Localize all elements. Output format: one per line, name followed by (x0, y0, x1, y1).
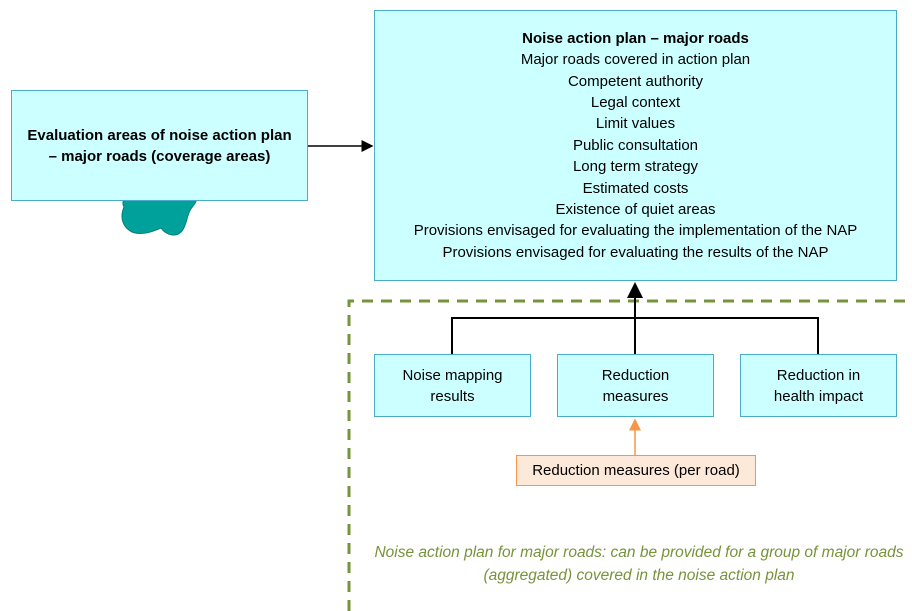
action-plan-item: Legal context (590, 93, 681, 111)
noise-mapping-results-box: Noise mapping results (374, 354, 531, 417)
noise-action-plan-box: Noise action plan – major roads Major ro… (374, 10, 897, 281)
reduction-per-road-box: Reduction measures (per road) (516, 455, 756, 486)
evaluation-areas-label: Evaluation areas of noise action plan – … (27, 126, 292, 165)
aggregation-note: Noise action plan for major roads: can b… (374, 544, 904, 584)
reduction-measures-box: Reduction measures (557, 354, 714, 417)
action-plan-item: Competent authority (567, 72, 704, 90)
action-plan-item: Limit values (595, 115, 676, 133)
reduction-per-road-label: Reduction measures (per road) (532, 462, 740, 479)
noise-mapping-results-label: Noise mapping results (402, 366, 503, 405)
connector-inputs-bracket (451, 317, 819, 354)
action-plan-item: Provisions envisaged for evaluating the … (442, 243, 829, 261)
reduction-measures-label: Reduction measures (601, 366, 670, 405)
health-impact-label: Reduction in health impact (773, 366, 864, 405)
action-plan-item: Estimated costs (582, 179, 689, 197)
evaluation-areas-box: Evaluation areas of noise action plan – … (11, 90, 308, 201)
action-plan-item: Provisions envisaged for evaluating the … (413, 222, 858, 240)
action-plan-item: Existence of quiet areas (555, 201, 716, 219)
action-plan-item: Long term strategy (572, 158, 699, 176)
aggregation-region-border (347, 299, 912, 611)
health-impact-box: Reduction in health impact (740, 354, 897, 417)
action-plan-item: Major roads covered in action plan (520, 51, 751, 69)
action-plan-item: Public consultation (572, 136, 699, 154)
action-plan-title: Noise action plan – major roads (522, 29, 749, 47)
